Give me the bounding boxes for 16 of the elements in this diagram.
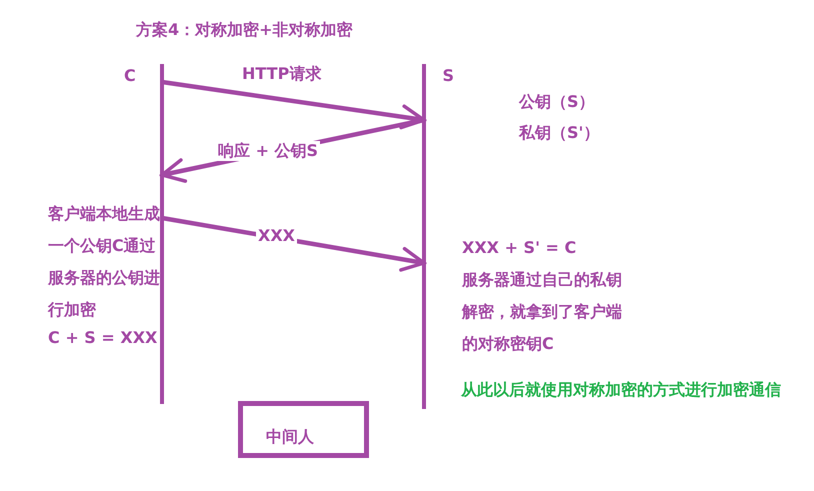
edge-label: HTTP请求 [240, 64, 324, 84]
note-text: 服务器通过自己的私钥解密，就拿到了客户端的对称密钥C [462, 269, 622, 355]
actor-box [238, 401, 369, 458]
box-label: 中间人 [266, 427, 314, 447]
edge-label: XXX [256, 226, 298, 246]
lifeline-label: S [442, 66, 454, 86]
key-label: 私钥（S'） [519, 123, 600, 143]
formula-text: C + S = XXX [48, 328, 158, 348]
diagram-title: 方案4：对称加密+非对称加密 [136, 20, 353, 40]
key-label: 公钥（S） [519, 92, 595, 112]
note-text: 客户端本地生成一个公钥C通过服务器的公钥进行加密 [48, 203, 161, 321]
arrow [162, 80, 426, 130]
lifeline-label: C [124, 66, 136, 86]
formula-text: XXX + S' = C [462, 238, 576, 258]
edge-label: 响应 + 公钥S [216, 141, 320, 161]
note-text: 从此以后就使用对称加密的方式进行加密通信 [461, 380, 781, 400]
